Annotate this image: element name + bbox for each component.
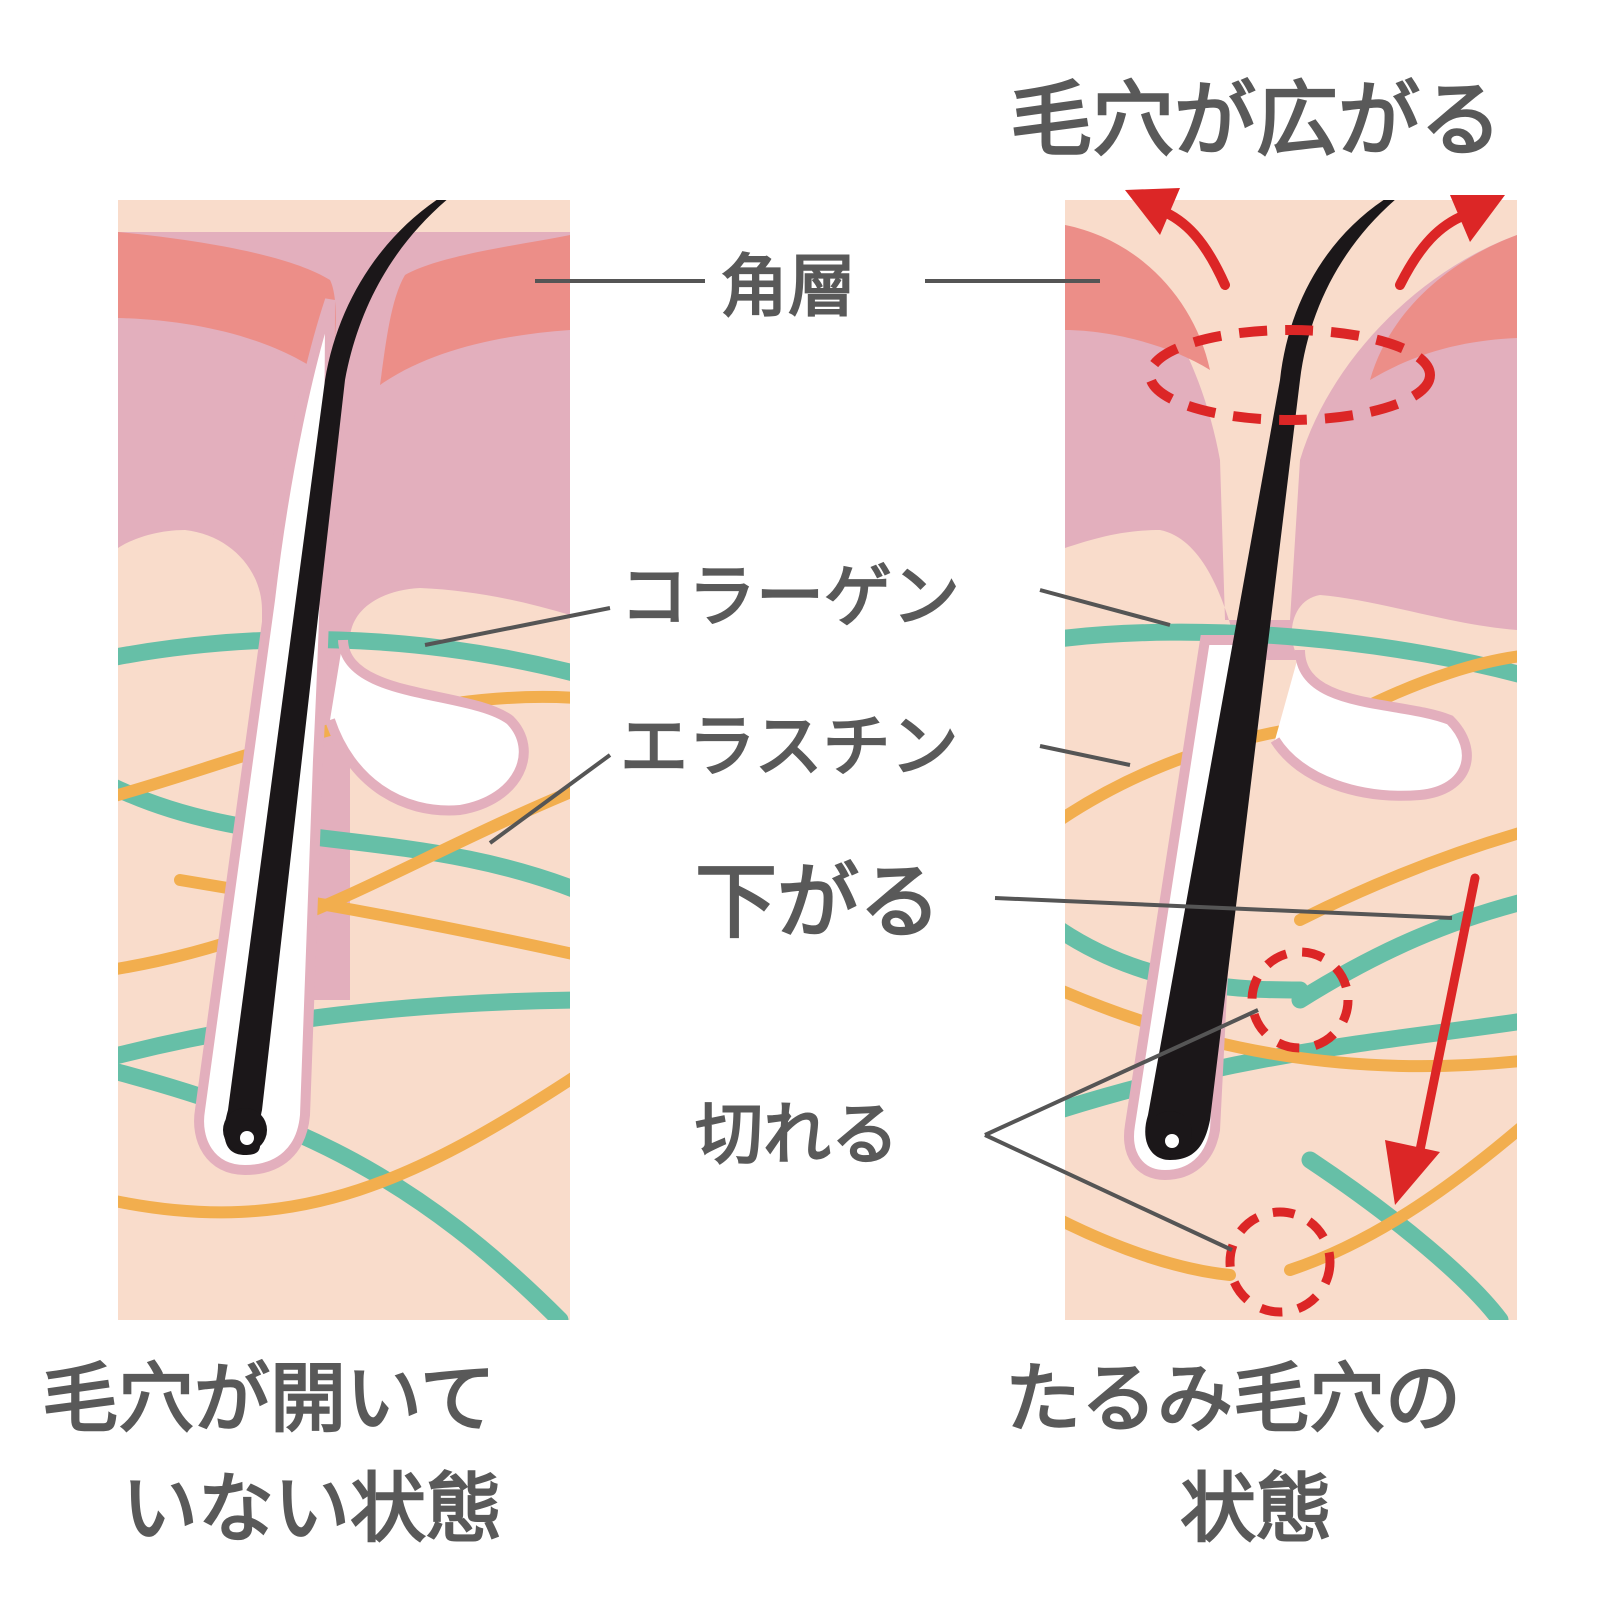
left-collagen-fiber <box>118 991 570 1065</box>
left-elastin-fiber <box>118 785 570 975</box>
left-epidermis <box>118 232 570 1000</box>
left-hair-bulb <box>223 1108 267 1152</box>
right-caption-line2: 状態 <box>1180 1464 1332 1553</box>
right-stratum-corneum <box>1065 225 1210 370</box>
elastin-label: エラスチン <box>620 708 959 787</box>
left-collagen-fiber <box>118 779 570 897</box>
leader-break-lower <box>984 1133 1233 1252</box>
right-caption-line1: たるみ毛穴の <box>1005 1354 1461 1443</box>
expand-arrow-left <box>1125 188 1230 290</box>
right-elastin-fiber <box>1065 1215 1236 1281</box>
right-elastin-fiber <box>1294 827 1517 926</box>
right-collagen-fiber <box>1291 894 1517 1009</box>
left-hair-papilla <box>240 1131 254 1145</box>
break-label: 切れる <box>695 1096 899 1175</box>
left-elastin-fiber <box>118 1072 570 1219</box>
stratum-corneum-label: 角層 <box>720 248 856 327</box>
sag-arrow <box>1385 873 1480 1205</box>
left-stratum-corneum-right <box>380 235 570 385</box>
sag-label: 下がる <box>695 855 941 950</box>
break-circle-lower <box>1225 1207 1335 1317</box>
pore-expands-label: 毛穴が広がる <box>1010 73 1502 168</box>
right-sebaceous-gland <box>1270 649 1472 801</box>
right-elastin-fiber <box>1354 650 1517 716</box>
right-hair <box>1145 200 1395 1160</box>
leader-break-upper <box>984 1008 1259 1137</box>
left-caption-line1: 毛穴が開いて <box>42 1354 496 1443</box>
left-collagen-fiber <box>118 1063 569 1320</box>
leader-collagen-left <box>424 606 611 647</box>
left-stratum-corneum <box>118 232 336 380</box>
collagen-label: コラーゲン <box>620 558 960 637</box>
leader-collagen-right <box>1039 588 1171 627</box>
right-hair-bulb <box>1148 1111 1192 1155</box>
right-collagen-fiber <box>1301 1151 1509 1320</box>
right-elastin-fiber <box>1065 985 1517 1073</box>
left-collagen-fiber <box>118 631 570 681</box>
leader-sag <box>994 896 1453 920</box>
right-elastin-fiber <box>1284 1123 1517 1276</box>
left-hair <box>224 200 447 1155</box>
pore-widen-ellipse <box>1145 325 1435 425</box>
leader-elastin-left <box>488 753 612 845</box>
right-skin-panel <box>1065 200 1517 1320</box>
right-stratum-corneum-right <box>1370 235 1517 380</box>
left-skin-panel <box>118 200 570 1320</box>
expand-arrow-right <box>1395 195 1505 290</box>
left-caption-line2: いない状態 <box>122 1464 502 1553</box>
right-hair-papilla <box>1165 1134 1179 1148</box>
break-circle-upper <box>1247 947 1353 1053</box>
leader-elastin-right <box>1039 744 1131 767</box>
left-sebaceous-gland <box>325 639 529 816</box>
